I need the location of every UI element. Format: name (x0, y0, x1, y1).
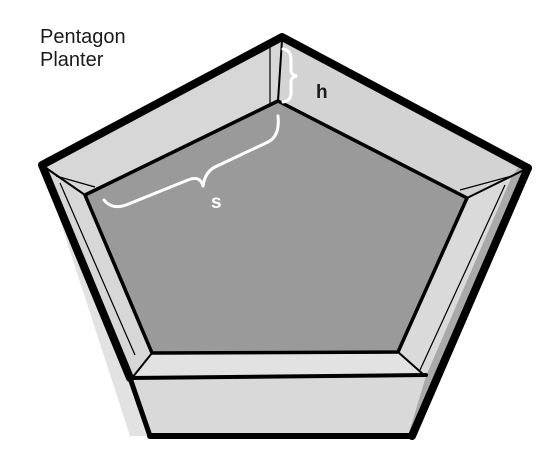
bevel-bottom-right (397, 351, 425, 376)
outer-outline-front-left (127, 375, 153, 439)
inner-wall-lower-right (398, 176, 512, 375)
outer-outline-right (408, 164, 532, 440)
front-inner-edge (151, 350, 399, 355)
diagram-title: Pentagon Planter (40, 26, 126, 72)
bevel-left (45, 167, 86, 196)
side-brace (102, 114, 280, 209)
front-lip-edge (128, 373, 428, 380)
bevel-right-inner (459, 175, 513, 191)
bevel-left-inner (55, 175, 96, 188)
bevel-bottom-left (131, 352, 153, 379)
height-bracket (281, 47, 298, 104)
height-label: h (316, 82, 328, 103)
bevel-left-face (59, 182, 136, 356)
inner-wall-right (278, 37, 528, 198)
side-label: s (211, 192, 222, 213)
front-face (130, 376, 426, 436)
inner-wall-left (42, 37, 282, 380)
outer-outline (38, 33, 532, 382)
bevel-right (466, 169, 525, 199)
bevel-top (277, 39, 283, 102)
title-line-2: Planter (40, 49, 104, 71)
bevel-right-face (419, 184, 506, 371)
title-line-1: Pentagon (40, 26, 126, 48)
